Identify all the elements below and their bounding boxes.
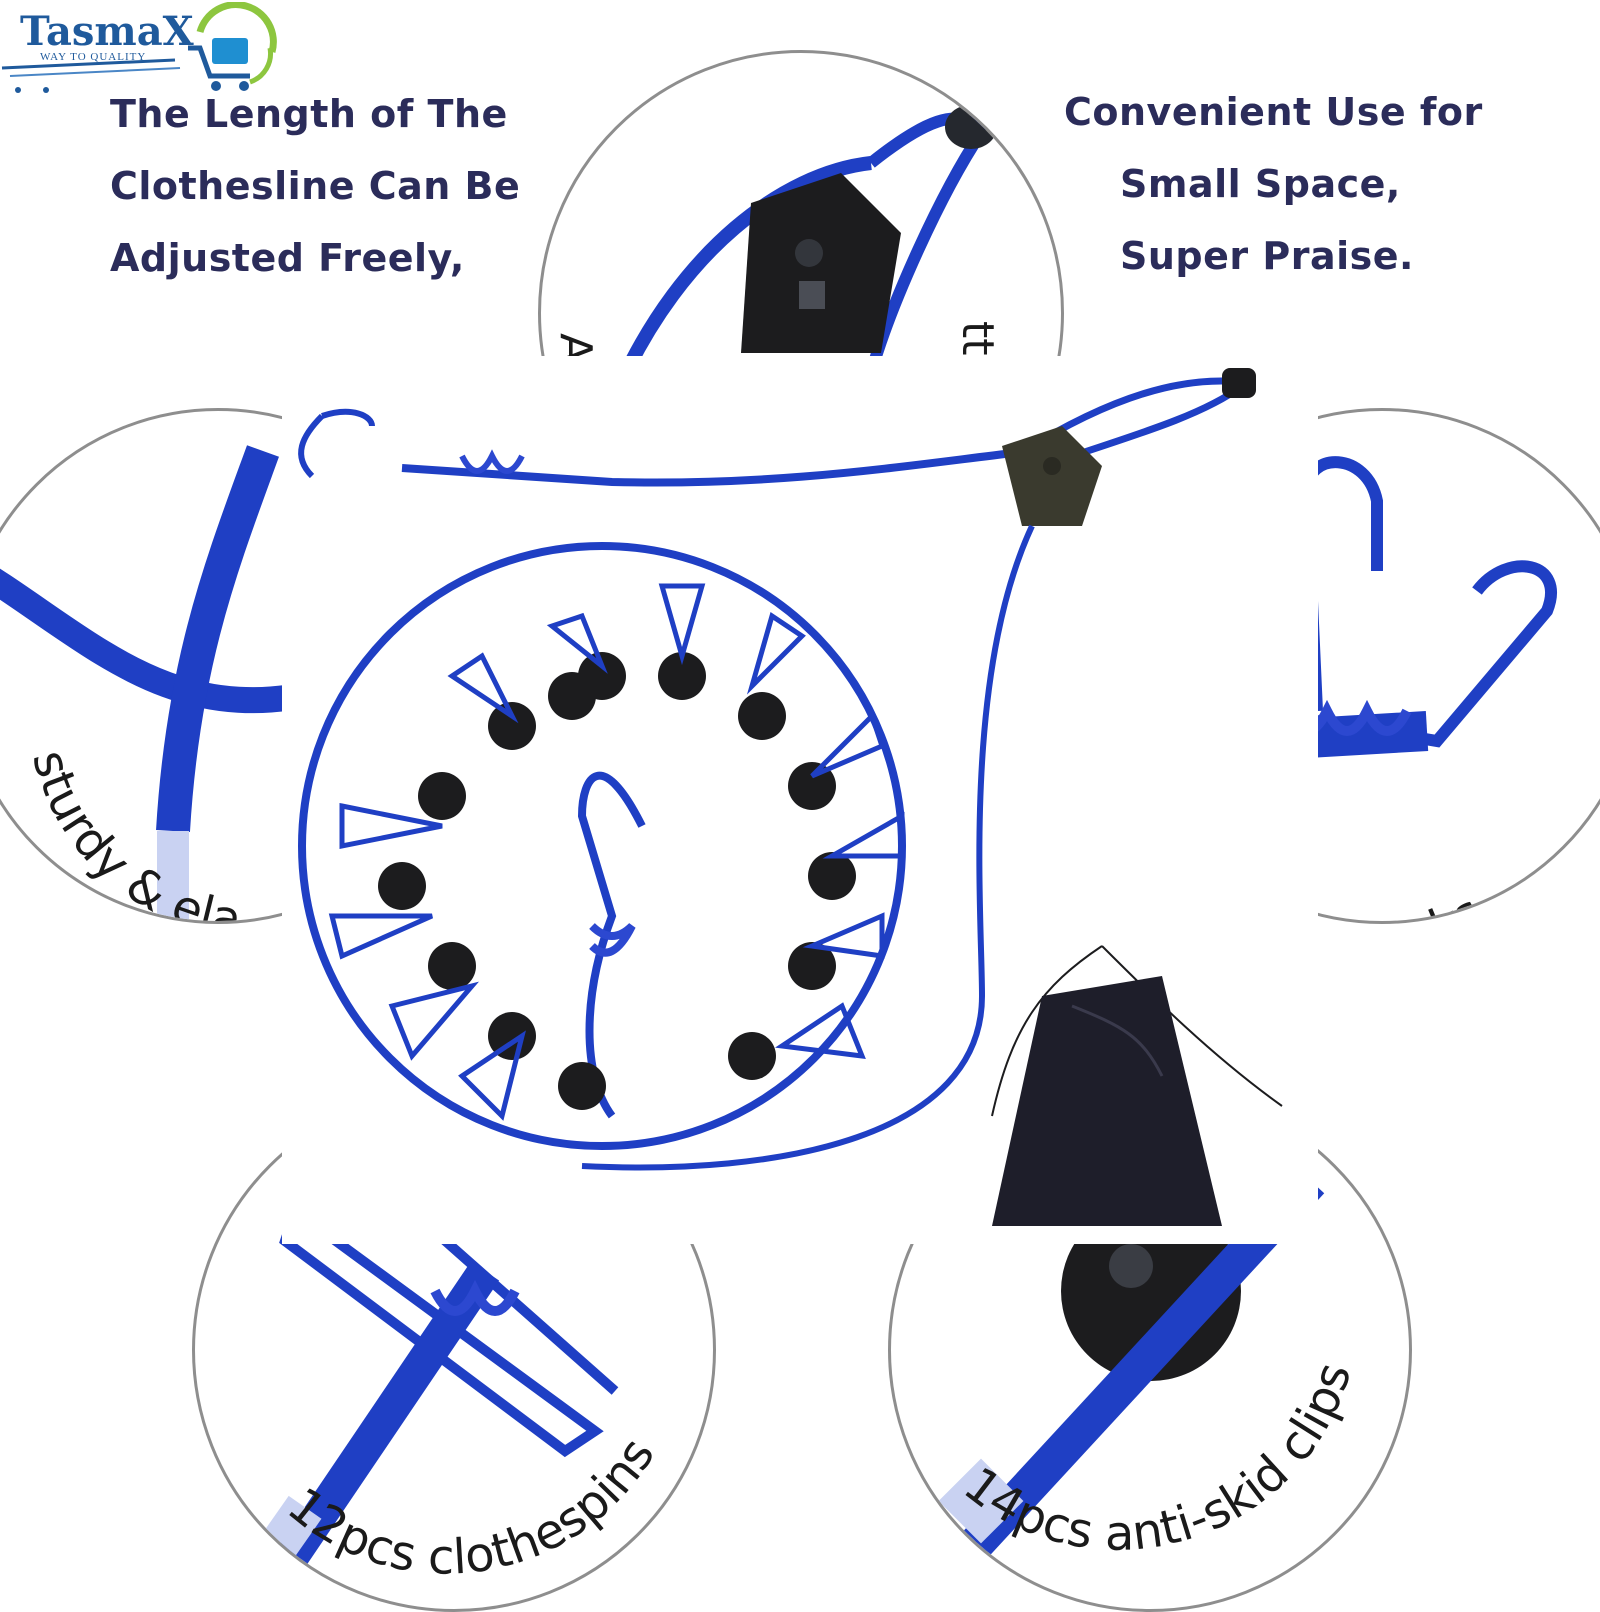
callout-left-label: sturdy & ela [21,744,245,921]
headline-right-line2: Small Space, [1120,162,1401,206]
elastic-cord-image [0,445,327,921]
shopping-cart-icon [1,2,277,93]
svg-text:sturdy & ela: sturdy & ela [21,744,245,921]
headline-right: Convenient Use for Small Space, Super Pr… [1064,76,1483,292]
headline-left-line1: The Length of The [110,92,508,136]
storage-bag-icon [991,945,1283,1226]
headline-left-line2: Clothesline Can Be [110,164,521,208]
svg-text:12pcs clothespins: 12pcs clothespins [277,1428,666,1585]
headline-left-line3: Adjusted Freely, [110,236,465,280]
callout-bottom-left-label: 12pcs clothespins [277,1428,666,1585]
hook-left-icon [298,413,325,479]
anti-skid-clip-image [937,1168,1325,1584]
clip-ring [282,356,1318,1244]
brand-logo [0,2,290,94]
svg-text:14pcs anti-skid clips: 14pcs anti-skid clips [953,1356,1362,1561]
headline-left: The Length of The Clothesline Can Be Adj… [110,78,520,294]
product-image-panel [282,356,1318,1244]
headline-right-line1: Convenient Use for [1064,90,1483,134]
brand-name: TasmaX [20,8,194,55]
adjuster-buckle-icon [741,173,901,353]
headline-right-line3: Super Praise. [1120,234,1414,278]
callout-bottom-right-label: 14pcs anti-skid clips [953,1356,1362,1561]
brand-tagline: WAY TO QUALITY [40,51,147,63]
adjuster-icon [1002,426,1102,526]
